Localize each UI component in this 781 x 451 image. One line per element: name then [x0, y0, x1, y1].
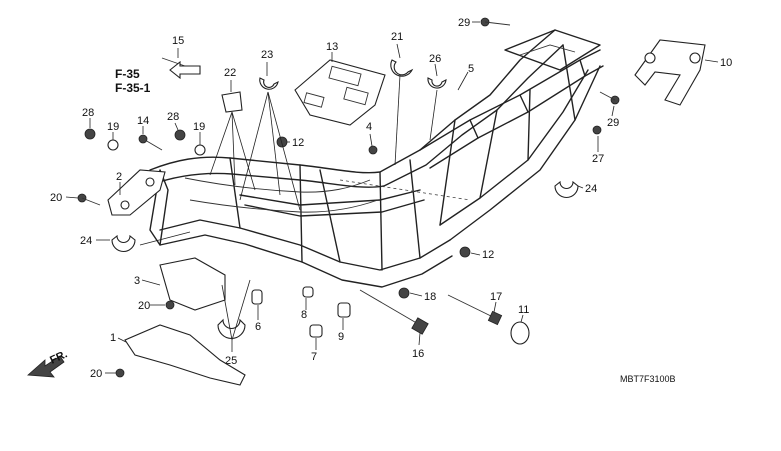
part-7-bushing — [309, 324, 323, 338]
callout-6: 6 — [255, 321, 261, 333]
callout-5: 5 — [468, 63, 474, 75]
reference-arrow — [169, 60, 201, 80]
callout-23: 23 — [261, 49, 273, 61]
part-12-grommet-a — [276, 136, 288, 148]
front-arrow-icon — [27, 355, 65, 378]
callout-13: 13 — [326, 41, 338, 53]
callout-1: 1 — [110, 332, 116, 344]
part-20-bolt-b — [165, 300, 175, 310]
callout-2: 2 — [116, 171, 122, 183]
callout-8: 8 — [301, 309, 307, 321]
callout-7: 7 — [311, 351, 317, 363]
part-16-bolt — [359, 289, 421, 326]
part-28-nut-a — [84, 128, 96, 140]
callout-25: 25 — [225, 355, 237, 367]
callout-3: 3 — [134, 275, 140, 287]
callout-12-top: 12 — [292, 137, 304, 149]
callout-27: 27 — [592, 153, 604, 165]
part-17-bolt — [447, 294, 496, 319]
callout-28-mid: 28 — [167, 111, 179, 123]
part-28-nut-b — [174, 129, 186, 141]
leader-lines — [65, 21, 719, 374]
part-26-clip — [427, 77, 447, 89]
callouts: 15 22 23 13 21 26 5 29 10 29 27 24 4 12 … — [50, 17, 732, 380]
callout-24-left: 24 — [80, 235, 92, 247]
part-15-screw — [161, 57, 186, 67]
drawing-code: MBT7F3100B — [620, 374, 676, 384]
callout-18: 18 — [424, 291, 436, 303]
part-22-clip — [221, 91, 243, 113]
part-14-bolt — [144, 139, 163, 151]
callout-17: 17 — [490, 291, 502, 303]
callout-20-bottom: 20 — [90, 368, 102, 380]
reference-f35: F-35 — [115, 67, 140, 81]
part-24-clamp-right — [554, 180, 579, 198]
callout-19-mid: 19 — [193, 121, 205, 133]
callout-22: 22 — [224, 67, 236, 79]
part-9-bushing — [337, 302, 351, 318]
part-25-clamp — [217, 318, 246, 340]
callout-20-left: 20 — [50, 192, 62, 204]
callout-14: 14 — [137, 115, 149, 127]
part-13-mat — [294, 59, 386, 126]
callout-28-left: 28 — [82, 107, 94, 119]
callout-29-top: 29 — [458, 17, 470, 29]
part-24-clamp-left — [111, 234, 136, 252]
callout-12-right: 12 — [482, 249, 494, 261]
part-21-clip — [390, 59, 414, 77]
callout-16: 16 — [412, 348, 424, 360]
part-20-bolt-c — [115, 368, 125, 378]
callout-20-mid: 20 — [138, 300, 150, 312]
part-6-bushing — [251, 289, 263, 305]
part-12-grommet-b — [459, 246, 471, 258]
callout-29-right: 29 — [607, 117, 619, 129]
part-19-washer-b — [194, 144, 206, 156]
part-4-nut — [368, 145, 378, 155]
part-8-bushing — [302, 286, 314, 298]
part-1-cover — [124, 324, 246, 386]
callout-19-left: 19 — [107, 121, 119, 133]
callout-11: 11 — [518, 304, 529, 316]
front-label: FR. — [48, 348, 69, 366]
main-frame — [149, 29, 604, 288]
callout-9: 9 — [338, 331, 344, 343]
part-10-bracket — [634, 39, 706, 106]
reference-f35-1: F-35-1 — [115, 81, 151, 95]
part-11-cap — [510, 321, 530, 345]
part-19-washer-a — [107, 139, 119, 151]
callout-24-right: 24 — [585, 183, 597, 195]
callout-15: 15 — [172, 35, 184, 47]
callout-10: 10 — [720, 57, 732, 69]
part-18-nut — [398, 287, 410, 299]
callout-26: 26 — [429, 53, 441, 65]
part-23-clip — [259, 77, 279, 90]
callout-21: 21 — [391, 31, 403, 43]
part-27-nut — [592, 125, 602, 135]
callout-4: 4 — [366, 121, 372, 133]
